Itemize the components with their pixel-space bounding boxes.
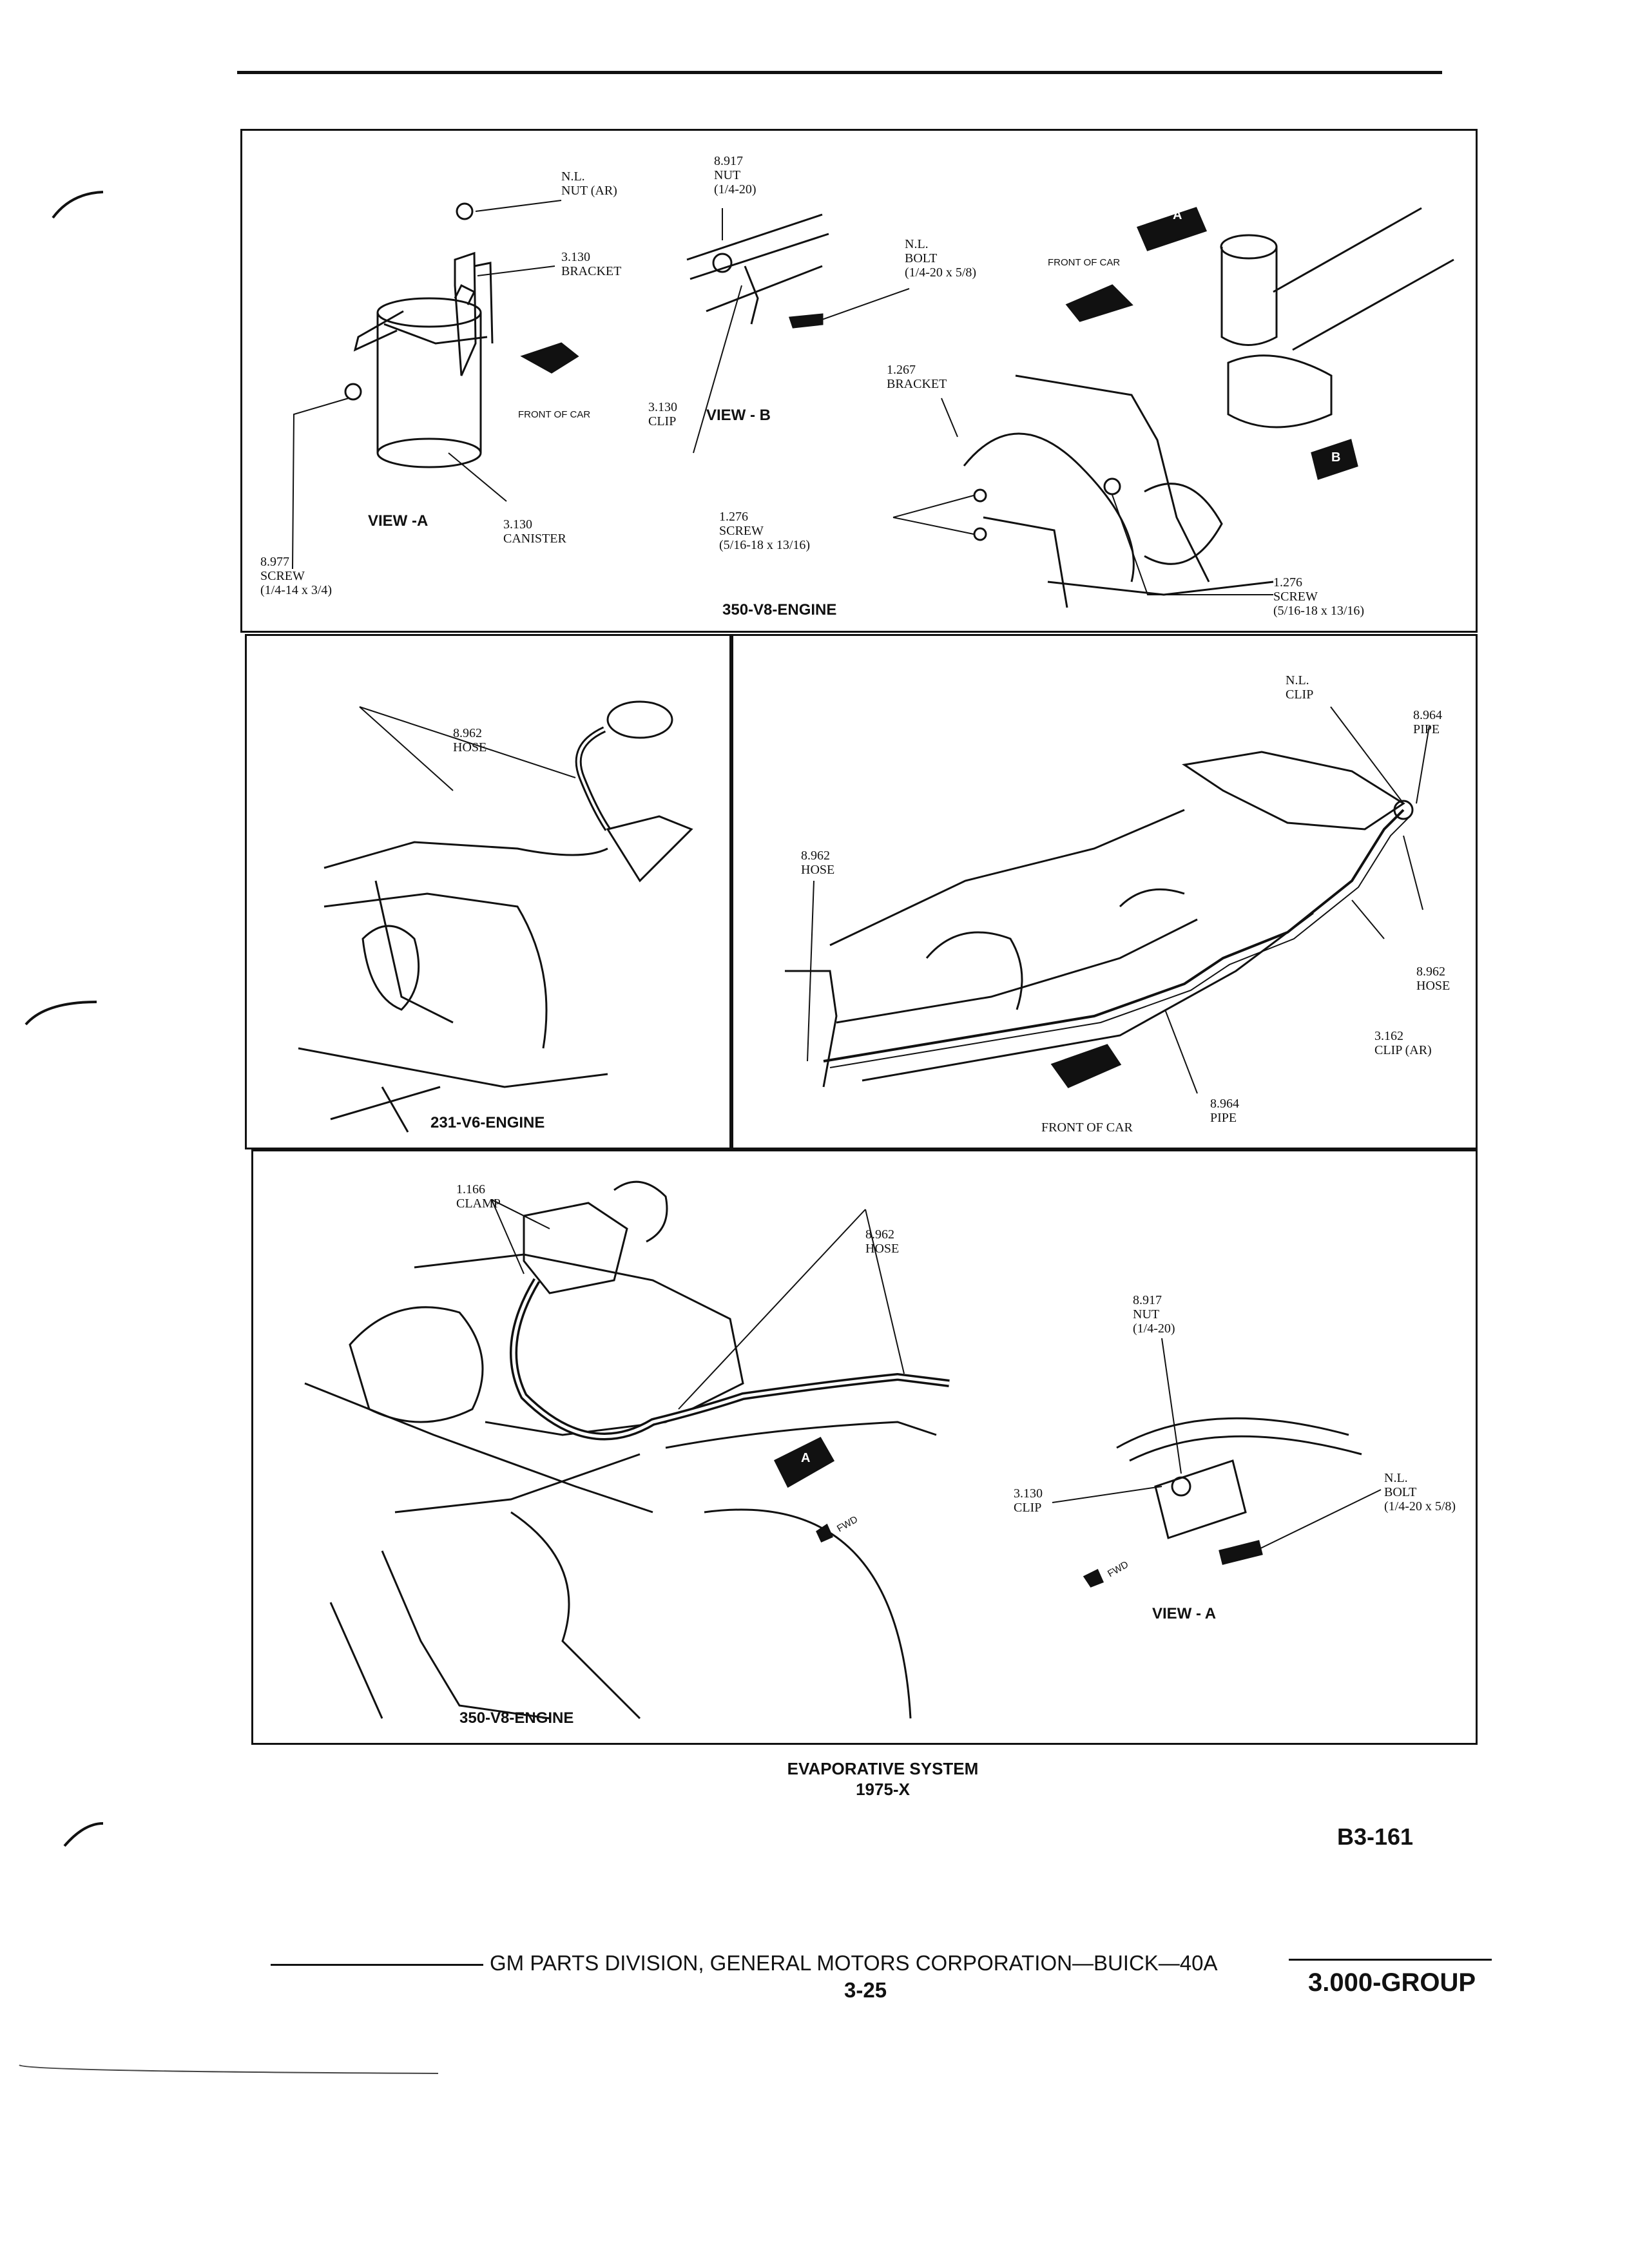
arrow-a-letter: A (1173, 208, 1182, 222)
view-a-detail-drawing (1083, 1417, 1362, 1588)
screw-1-drawing (973, 488, 987, 503)
panel-mid-left-artwork (298, 700, 693, 1133)
front-of-car-label-2: FRONT OF CAR (1048, 257, 1121, 268)
view-a-heading: VIEW - A (1152, 1605, 1217, 1622)
panel-bottom-artwork (304, 1180, 1382, 1720)
clip-ar-label: 3.162 CLIP (AR) (1374, 1029, 1432, 1057)
engine-compartment-drawing (963, 207, 1454, 608)
nut-drawing (456, 202, 474, 220)
clip-label: N.L. CLIP (1286, 673, 1314, 702)
canister-drawing (344, 284, 488, 468)
hose-label-2: 8.962 HOSE (1416, 965, 1451, 993)
panel-bottom: 1.166 CLAMP 8.962 HOSE A FWD 8.917 NUT (… (251, 1149, 1478, 1745)
bracket-2-label: 1.267 BRACKET (887, 363, 947, 391)
canister-label: 3.130 CANISTER (503, 517, 566, 546)
nut-label: N.L. NUT (AR) (561, 169, 617, 198)
nut-b-label: 8.917 NUT (1/4-20) (714, 154, 757, 197)
carburetor-drawing (523, 1202, 628, 1294)
hose-label: 8.962 HOSE (453, 726, 487, 754)
pipe-label-2: 8.964 PIPE (1210, 1097, 1239, 1125)
front-of-car-label: FRONT OF CAR (518, 409, 591, 420)
nut-label: 8.917 NUT (1/4-20) (1133, 1293, 1175, 1336)
hose-label: 8.962 HOSE (801, 849, 835, 877)
engine-label: 231-V6-ENGINE (430, 1114, 545, 1131)
panel-mid-right-artwork (785, 706, 1430, 1094)
screw-a-label: 8.977 SCREW (1/4-14 x 3/4) (260, 555, 333, 597)
panel-top: N.L. NUT (AR) 3.130 BRACKET FRONT OF CAR… (240, 129, 1478, 633)
footer-rule-left (271, 1964, 483, 1966)
figure-subtitle: 1975-X (856, 1780, 910, 1799)
footer-page-number: 3-25 (844, 1978, 887, 2002)
panel-top-artwork (292, 200, 1454, 608)
footer-group: 3.000-GROUP (1308, 1968, 1476, 1997)
view-a-heading: VIEW -A (368, 512, 429, 530)
top-rule (237, 71, 1442, 74)
clamp-label: 1.166 CLAMP (456, 1182, 501, 1211)
hose-label: 8.962 HOSE (865, 1227, 900, 1256)
arrow-a-letter: A (801, 1451, 811, 1465)
figure-code: B3-161 (1337, 1823, 1414, 1850)
panel-mid-left: 8.962 HOSE 231-V6-ENGINE (245, 634, 731, 1149)
bolt-label: N.L. BOLT (1/4-20 x 5/8) (1384, 1471, 1456, 1514)
pipe-label: 8.964 PIPE (1413, 708, 1442, 736)
bracket-drawing (454, 251, 494, 376)
footer-rule-right (1289, 1959, 1492, 1961)
arrow-b-letter: B (1331, 450, 1341, 465)
clip-label: 3.130 CLIP (1014, 1486, 1043, 1515)
view-b-drawing (686, 213, 829, 329)
clip-b-label: 3.130 CLIP (648, 400, 677, 428)
figure-title: EVAPORATIVE SYSTEM (787, 1759, 979, 1778)
front-of-car-label: FRONT OF CAR (1041, 1120, 1133, 1135)
view-b-heading: VIEW - B (706, 407, 771, 424)
footer-division: GM PARTS DIVISION, GENERAL MOTORS CORPOR… (490, 1951, 1218, 1975)
bracket-label: 3.130 BRACKET (561, 250, 622, 278)
screw-1-label: 1.276 SCREW (5/16-18 x 13/16) (719, 510, 811, 552)
screw-2-label: 1.276 SCREW (5/16-18 x 13/16) (1273, 575, 1365, 618)
bolt-b-label: N.L. BOLT (1/4-20 x 5/8) (905, 237, 977, 280)
engine-label: 350-V8-ENGINE (459, 1709, 574, 1727)
engine-label: 350-V8-ENGINE (722, 601, 837, 619)
panel-mid-right: N.L. CLIP 8.964 PIPE 8.962 HOSE 8.962 HO… (731, 634, 1478, 1149)
screw-2-drawing (973, 527, 987, 541)
